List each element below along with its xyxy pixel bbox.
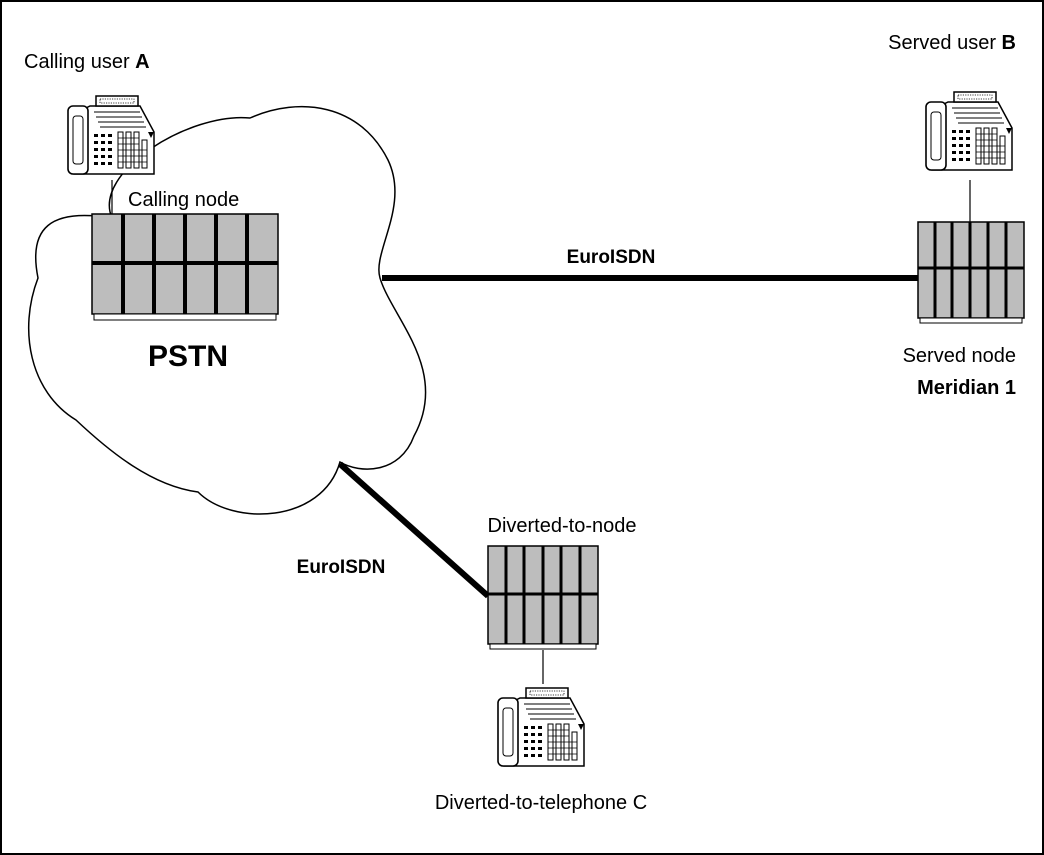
calling-user-text: Calling user [24, 51, 135, 73]
pstn-label: PSTN [148, 340, 228, 373]
calling-user-id: A [135, 51, 149, 73]
served-user-phone-icon [925, 91, 1013, 171]
served-user-id: B [1002, 32, 1016, 54]
eurosdn-bottom-label: EuroISDN [297, 557, 386, 578]
calling-node-switch [91, 213, 279, 321]
eurosdn-top-label: EuroISDN [567, 247, 656, 268]
served-node-label: Served node [903, 345, 1016, 367]
diverted-phone-icon [497, 687, 585, 767]
calling-user-phone-icon [67, 95, 155, 175]
calling-node-label: Calling node [128, 189, 239, 211]
diverted-node-label: Diverted-to-node [488, 515, 637, 537]
served-node-system-label: Meridian 1 [917, 377, 1016, 399]
calling-user-label: Calling user A [24, 51, 150, 73]
eurosdn-link-to-diverted-node [338, 461, 490, 599]
served-node-switch [917, 221, 1025, 324]
diverted-telephone-label: Diverted-to-telephone C [435, 792, 647, 814]
served-user-text: Served user [888, 32, 1001, 54]
served-user-label: Served user B [888, 32, 1016, 54]
diverted-node-switch [487, 545, 599, 650]
